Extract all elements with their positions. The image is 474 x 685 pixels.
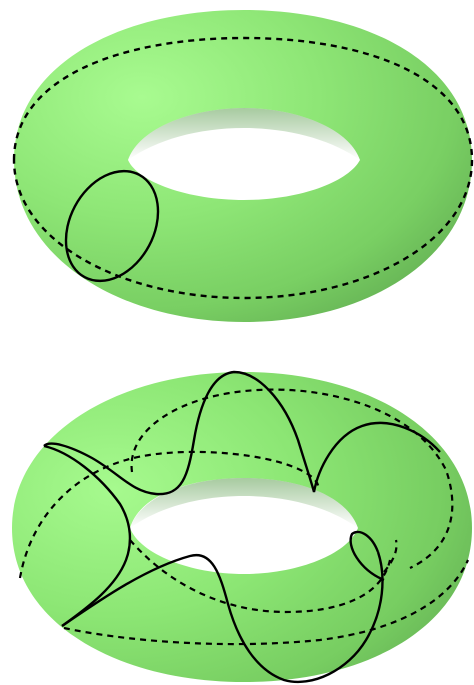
bottom-torus-hole-shading xyxy=(130,478,358,528)
top-torus-hole-shading xyxy=(128,108,360,160)
bottom-knot-hidden-strands xyxy=(18,388,470,646)
top-torus-figure xyxy=(12,10,474,322)
bottom-torus-figure xyxy=(12,370,472,684)
top-torus-surface xyxy=(14,10,472,322)
top-meridian-curve xyxy=(64,169,160,283)
top-longitude-curve xyxy=(12,36,474,300)
bottom-knot-visible-strands xyxy=(43,370,441,684)
bottom-torus-surface xyxy=(12,372,472,682)
